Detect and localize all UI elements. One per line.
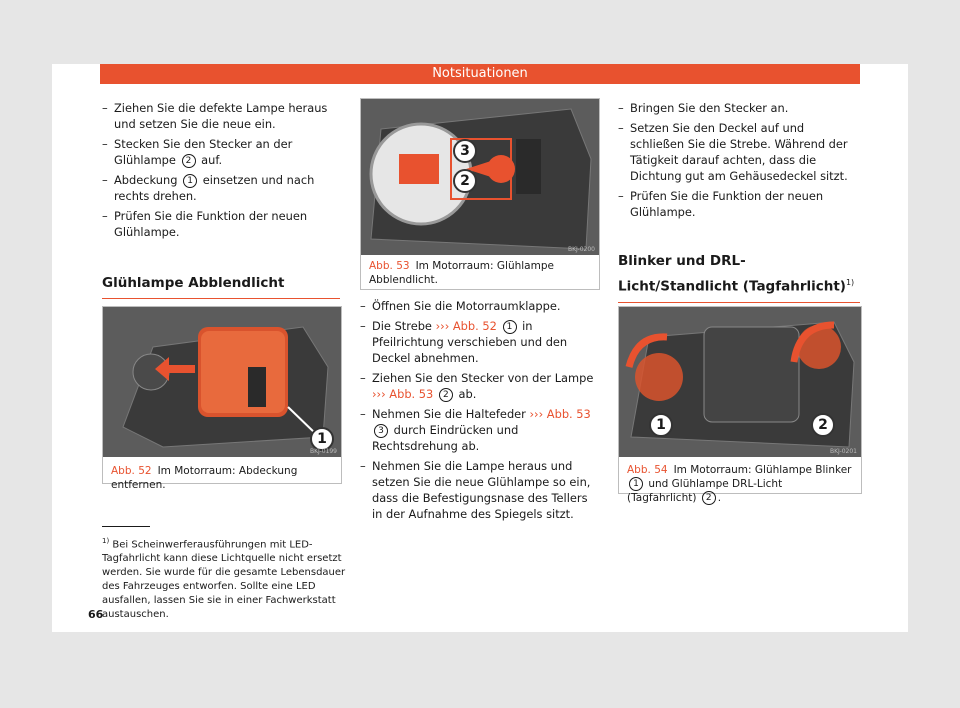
column-1: Ziehen Sie die defekte Lampe heraus und … (102, 100, 340, 244)
figure-image: 1 2 BKJ-0201 (619, 307, 861, 457)
list-item: Stecken Sie den Stecker an der Glühlampe… (102, 136, 340, 168)
callout-1: 1 (310, 427, 334, 451)
number-marker: 2 (438, 388, 453, 402)
list-item: Ziehen Sie den Stecker von der Lampe ›››… (360, 370, 598, 402)
callout-2: 2 (811, 413, 835, 437)
figure-code: BKJ-0200 (567, 246, 595, 253)
cross-reference[interactable]: ››› Abb. 53 (529, 407, 591, 421)
number-marker: 2 (701, 491, 716, 505)
list-item: Abdeckung 1 einsetzen und nach rechts dr… (102, 172, 340, 204)
figure-code: BKJ-0199 (309, 448, 337, 455)
step-list: Bringen Sie den Stecker an. Setzen Sie d… (618, 100, 860, 220)
callout-1: 1 (649, 413, 673, 437)
step-list: Öffnen Sie die Motorraumklappe. Die Stre… (360, 298, 598, 522)
page-number: 66 (88, 608, 104, 621)
number-marker: 3 (374, 424, 388, 438)
figure-image: 3 2 BKJ-0200 (361, 99, 599, 255)
list-item: Prüfen Sie die Funktion der neuen Glühla… (618, 188, 860, 220)
list-item: Bringen Sie den Stecker an. (618, 100, 860, 116)
figure-image: 1 BKJ-0199 (103, 307, 341, 457)
cross-reference[interactable]: ››› Abb. 53 (372, 387, 434, 401)
figure-code: BKJ-0201 (829, 448, 857, 455)
number-marker: 1 (183, 174, 198, 188)
section-heading-abblendlicht: Glühlampe Abblendlicht (102, 272, 340, 299)
column-2: Öffnen Sie die Motorraumklappe. Die Stre… (360, 298, 598, 526)
section-heading: Glühlampe Abblendlicht (102, 275, 285, 291)
list-item: Öffnen Sie die Motorraumklappe. (360, 298, 598, 314)
list-item: Setzen Sie den Deckel auf und schließen … (618, 120, 860, 184)
list-item: Nehmen Sie die Haltefeder ››› Abb. 53 3 … (360, 406, 598, 454)
footnote: 1) Bei Scheinwerferausführungen mit LED-… (102, 537, 346, 621)
column-3: Bringen Sie den Stecker an. Setzen Sie d… (618, 100, 860, 224)
callout-2: 2 (453, 169, 477, 193)
step-list: Ziehen Sie die defekte Lampe heraus und … (102, 100, 340, 240)
heading-rule (618, 301, 860, 303)
page-header: Notsituationen (100, 64, 860, 84)
list-item: Die Strebe ››› Abb. 52 1 in Pfeilrichtun… (360, 318, 598, 366)
cross-reference[interactable]: ››› Abb. 52 (435, 319, 497, 333)
number-marker: 2 (181, 154, 196, 168)
list-item: Prüfen Sie die Funktion der neuen Glühla… (102, 208, 340, 240)
heading-rule (102, 298, 340, 299)
section-heading: Blinker und DRL-Licht/Standlicht (Tagfah… (618, 253, 855, 295)
headlight-illustration (361, 99, 599, 255)
headlight-illustration (103, 307, 341, 457)
section-heading-blinker: Blinker und DRL-Licht/Standlicht (Tagfah… (618, 250, 860, 303)
callout-3: 3 (453, 139, 477, 163)
list-item: Ziehen Sie die defekte Lampe heraus und … (102, 100, 340, 132)
footnote-rule (102, 526, 150, 527)
number-marker: 1 (502, 320, 517, 334)
number-marker: 1 (629, 477, 643, 491)
list-item: Nehmen Sie die Lampe heraus und setzen S… (360, 458, 598, 522)
